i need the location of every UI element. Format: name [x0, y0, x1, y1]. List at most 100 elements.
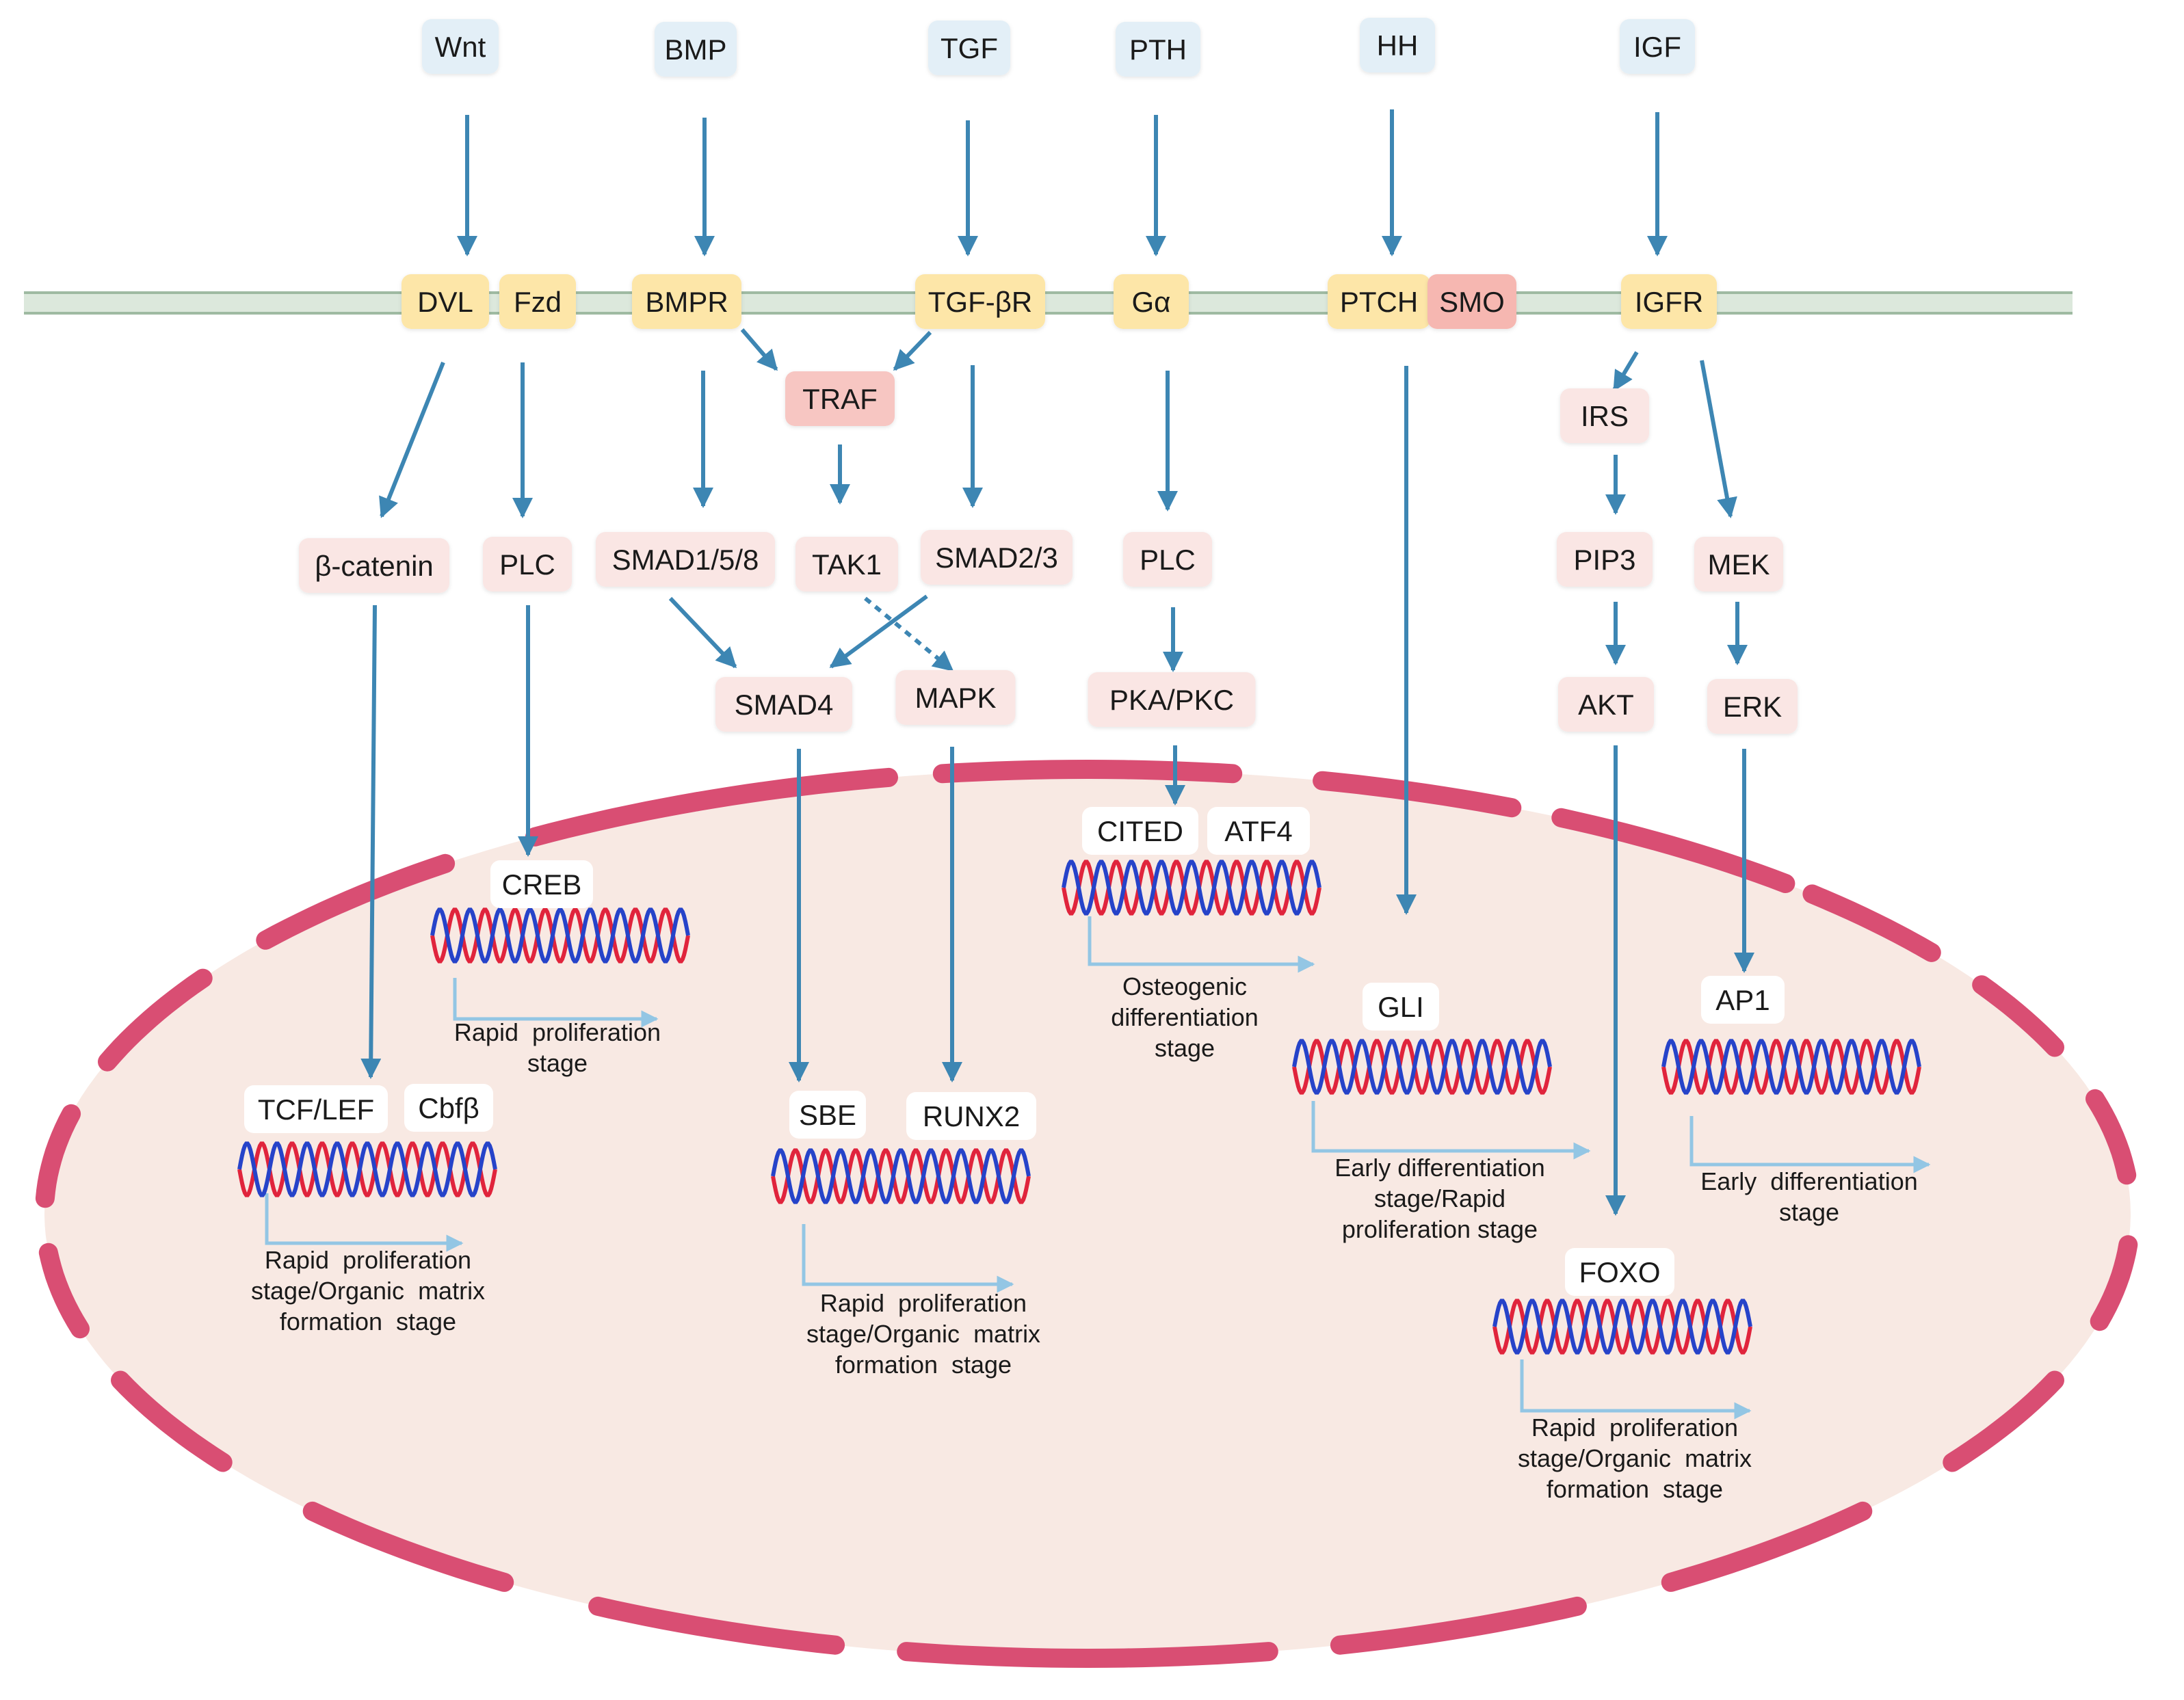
envelope-segment	[256, 853, 456, 950]
receptor-smo-box	[1428, 274, 1516, 329]
stage-label-tcf-line: Rapid proliferation	[265, 1246, 471, 1274]
transcription-arrows	[265, 916, 1931, 1420]
tf-gli-box	[1363, 983, 1439, 1031]
receptor-galpha-box	[1114, 274, 1189, 329]
stage-label-tcf: Rapid proliferation stage/Organic matrixf…	[251, 1246, 485, 1336]
node-mapk-box	[895, 670, 1016, 725]
envelope-segment	[2086, 1089, 2137, 1185]
envelope-segment	[932, 759, 1243, 784]
node-pip3-box	[1557, 532, 1653, 587]
receptor-tgfbr: TGF-βR	[915, 274, 1045, 329]
receptor-galpha: Gα	[1114, 274, 1189, 329]
envelope-segment	[302, 1501, 514, 1592]
tf-cbfb: Cbfβ	[404, 1084, 493, 1132]
receptor-galpha-label: Gα	[1132, 286, 1171, 318]
envelope-segment	[98, 968, 213, 1072]
node-traf-box	[785, 371, 895, 426]
stage-label-sbe-line: stage/Organic matrix	[806, 1320, 1040, 1348]
ligand-bmp-box	[655, 22, 737, 77]
envelope-segment	[1943, 1370, 2064, 1472]
dna-helices	[237, 860, 1921, 1355]
node-irs: IRS	[1560, 388, 1649, 443]
node-smad23: SMAD2/3	[921, 530, 1073, 585]
dna-strand-blue	[1492, 1299, 1752, 1355]
node-akt: AKT	[1558, 677, 1654, 732]
dna-strand-red	[771, 1148, 1031, 1204]
stage-label-tcf-line: stage/Organic matrix	[251, 1277, 485, 1305]
receptor-bmpr-box	[632, 274, 741, 329]
arrow-tgfbr-traf	[893, 330, 932, 371]
ligand-bmp: BMP	[655, 22, 737, 77]
tf-foxo-box	[1565, 1248, 1674, 1296]
transcription-arrow-foxo	[1520, 1359, 1752, 1420]
dna-strand-blue	[237, 1141, 497, 1197]
receptor-tgfbr-box	[915, 274, 1045, 329]
dna-creb	[430, 907, 690, 964]
arrow-bmpr-traf	[740, 328, 778, 371]
receptor-smo-label: SMO	[1439, 286, 1505, 318]
node-smad23-label: SMAD2/3	[935, 542, 1058, 574]
stage-label-sbe-line: formation stage	[835, 1351, 1012, 1379]
tf-creb: CREB	[490, 860, 593, 908]
receptor-dvl-box	[402, 274, 489, 329]
ligand-wnt-label: Wnt	[435, 31, 486, 63]
node-mapk-label: MAPK	[915, 682, 996, 714]
tf-atf4-box	[1207, 807, 1310, 855]
receptor-ptch-box	[1328, 274, 1430, 329]
stage-label-tcf-line: formation stage	[280, 1307, 456, 1336]
envelope-segment	[1802, 884, 1941, 962]
ligand-hh-box	[1360, 18, 1435, 72]
node-tak1-box	[795, 537, 898, 592]
tf-atf4-label: ATF4	[1224, 815, 1293, 847]
dna-strand-blue	[430, 907, 690, 964]
node-akt-box	[1558, 677, 1654, 732]
node-tak1: TAK1	[795, 537, 898, 592]
ligand-tgf-label: TGF	[940, 32, 998, 64]
tf-sbe-label: SBE	[799, 1099, 856, 1131]
tf-ap1-label: AP1	[1715, 984, 1769, 1016]
envelope-segment	[897, 1642, 1278, 1669]
cell-membrane	[24, 291, 2073, 315]
tf-cited: CITED	[1082, 807, 1198, 855]
node-mek-label: MEK	[1707, 548, 1769, 581]
node-plc-pth-label: PLC	[1140, 544, 1196, 576]
node-smad23-box	[921, 530, 1073, 585]
tf-cbfb-box	[404, 1084, 493, 1132]
transcription-arrow-tcf	[265, 1193, 464, 1252]
ligand-tgf-box	[928, 21, 1010, 75]
dna-strand-red	[1661, 1039, 1921, 1095]
ligand-pth-label: PTH	[1129, 34, 1187, 66]
node-plc-wnt: PLC	[483, 537, 572, 592]
envelope-segment	[1313, 771, 1522, 818]
dna-sbe	[771, 1148, 1031, 1204]
stage-label-gli-line: stage/Rapid	[1374, 1184, 1505, 1212]
tf-cited-label: CITED	[1097, 815, 1183, 847]
transcription-arrow-ap1	[1689, 1116, 1931, 1173]
stage-label-gli-line: Early differentiation	[1334, 1154, 1545, 1182]
node-traf-label: TRAF	[802, 383, 878, 415]
receptor-bmpr-label: BMPR	[645, 286, 728, 318]
envelope-segment	[687, 767, 898, 812]
arrow-dvl-betacatenin	[379, 361, 445, 518]
ligand-wnt: Wnt	[422, 19, 499, 74]
envelope-segment	[38, 1243, 90, 1339]
stage-label-foxo-line: stage/Organic matrix	[1518, 1444, 1752, 1472]
receptor-igfr-box	[1621, 274, 1717, 329]
node-mek-box	[1694, 537, 1783, 592]
ligand-bmp-label: BMP	[664, 34, 726, 66]
receptor-igfr-label: IGFR	[1635, 286, 1703, 318]
node-smad4-box	[715, 677, 852, 732]
envelope-segment	[1972, 975, 2064, 1057]
pathway-arrows	[360, 109, 1754, 1216]
node-traf: TRAF	[785, 371, 895, 426]
stage-label-sbe-line: Rapid proliferation	[820, 1289, 1027, 1317]
stage-label-cited-line: stage	[1155, 1034, 1215, 1062]
ligand-pth: PTH	[1116, 22, 1200, 77]
envelope-segment	[1330, 1596, 1587, 1655]
node-smad158-box	[596, 532, 775, 587]
membrane-band	[24, 291, 2073, 315]
dna-strand-red	[1492, 1299, 1752, 1355]
